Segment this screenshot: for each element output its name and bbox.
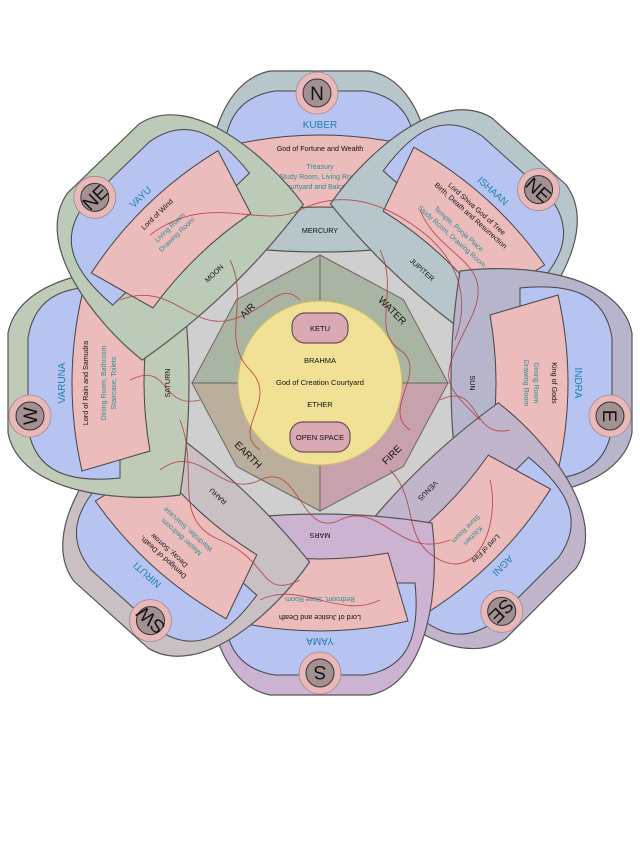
direction-letter: W <box>21 407 42 425</box>
petal-pink-card <box>90 149 252 309</box>
direction-circle-inner <box>305 658 335 688</box>
direction-circle-inner <box>302 78 332 108</box>
room-list: Dining Room <box>532 363 539 404</box>
deity-role: King of Gods <box>550 362 559 404</box>
room-list: Staircase, Toilets <box>111 356 118 409</box>
room-list: Drawing Room <box>522 360 529 406</box>
direction-circle-inner <box>487 596 517 626</box>
planet-name: MARS <box>309 531 330 540</box>
direction-letter: S <box>314 661 327 682</box>
brahma-label: BRAHMA <box>304 356 336 365</box>
direction-letter: E <box>598 410 619 423</box>
brahma-circle <box>237 300 403 466</box>
room-list: Treasury <box>306 164 334 171</box>
deity-role: God of Fortune and Wealth <box>277 144 364 153</box>
direction-circle-inner <box>15 401 45 431</box>
ketu-box <box>291 312 349 344</box>
direction-letter: N <box>310 84 324 105</box>
planet-name: SUN <box>468 375 477 390</box>
deity-name: YAMA <box>306 635 334 646</box>
ketu-label: KETU <box>310 324 330 333</box>
open-space-label: OPEN SPACE <box>296 433 344 442</box>
planet-name: MERCURY <box>302 226 338 235</box>
room-list: Bedroom, Store Room <box>285 595 355 602</box>
energy-lines <box>119 199 511 607</box>
room-list: Dining Room, Bathroom <box>101 345 108 420</box>
direction-circle-inner <box>135 606 165 636</box>
direction-petals: N KUBER God of Fortune and WealthTreasuryS… <box>7 70 633 696</box>
creation-label: God of Creation Courtyard <box>276 378 364 387</box>
deity-role: Lord of Rain and Samudra <box>81 341 90 425</box>
open-space-box <box>289 421 351 453</box>
deity-name: VARUNA <box>57 362 68 403</box>
room-list: Study Room, Living Room <box>279 174 360 181</box>
petal-pink-card <box>382 146 546 303</box>
direction-circle-inner <box>80 182 110 212</box>
petal-pink-card <box>94 463 258 620</box>
ether-label: ETHER <box>307 400 333 409</box>
deity-role: Lord of Justice and Death <box>279 613 361 622</box>
direction-circle-inner <box>595 401 625 431</box>
deity-name: KUBER <box>303 120 337 131</box>
planet-name: SATURN <box>163 368 172 397</box>
room-list: Courtyard and Balconies <box>282 184 359 191</box>
deity-name: INDRA <box>572 367 583 398</box>
direction-circle-inner <box>524 175 554 205</box>
